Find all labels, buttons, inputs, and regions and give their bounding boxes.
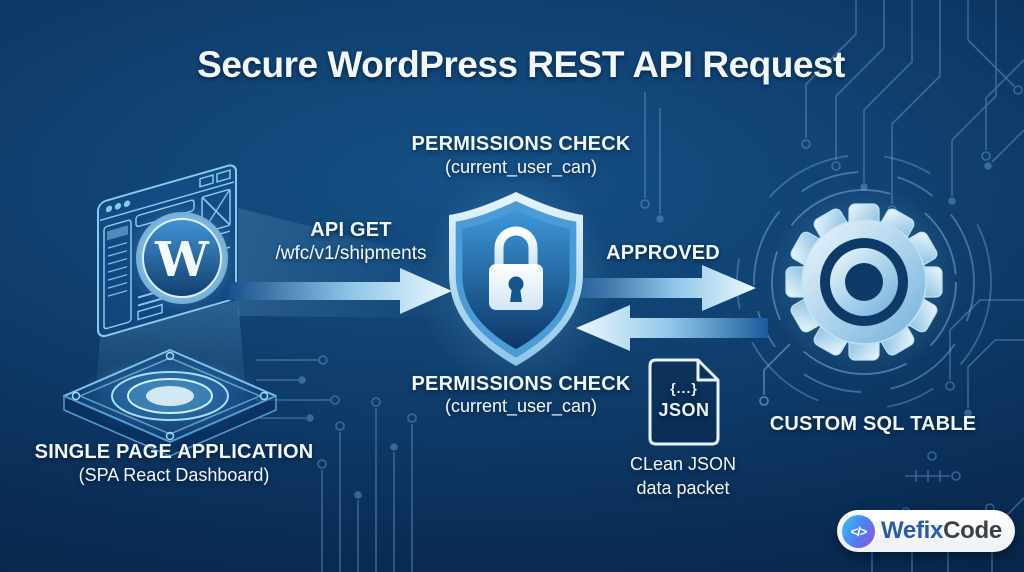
permissions-check-top-line2: (current_user_can) (444, 157, 598, 177)
spa-label-line1: SINGLE PAGE APPLICATION (34, 441, 314, 463)
brand-name-part2: Code (943, 517, 1002, 544)
api-route-label: /wfc/v1/shipments (275, 243, 427, 264)
json-braces-glyph: {...} (670, 380, 698, 396)
wordpress-logo: W (126, 202, 238, 314)
approved-label: APPROVED (606, 242, 720, 264)
code-brackets-icon: </> (842, 514, 875, 548)
json-caption-line2: data packet (636, 478, 730, 498)
permissions-check-bottom-line2: (current_user_can) (444, 396, 598, 416)
custom-sql-table-label: CUSTOM SQL TABLE (769, 413, 977, 435)
spa-label-line2: (SPA React Dashboard) (78, 465, 270, 485)
json-caption-line1: CLean JSON (629, 454, 737, 474)
hologram-platform (63, 349, 277, 457)
api-request-arrow (228, 268, 452, 314)
wefixcode-logo: </> WefixCode (837, 510, 1015, 552)
spa-browser-window: W (97, 164, 238, 338)
shield-lock-icon (418, 170, 614, 394)
brand-name: WefixCode (881, 517, 1002, 545)
circuit-traces (256, 0, 1024, 572)
brand-name-part1: Wefix (881, 517, 944, 544)
approved-arrow (574, 265, 756, 311)
json-file-icon (648, 358, 720, 446)
padlock-icon (489, 226, 543, 310)
json-file-label: JSON (658, 400, 710, 420)
api-get-label: API GET (310, 219, 392, 241)
page-title: Secure WordPress REST API Request (197, 44, 845, 85)
return-arrow (576, 305, 768, 351)
permissions-check-bottom-line1: PERMISSIONS CHECK (411, 373, 631, 395)
permissions-check-top-line1: PERMISSIONS CHECK (411, 133, 631, 155)
wordpress-w-letter: W (154, 232, 210, 288)
gear-icon (766, 184, 962, 380)
